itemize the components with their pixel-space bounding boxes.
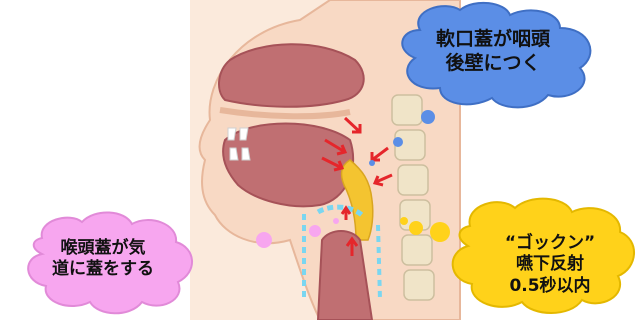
- yellow-bubble-3: [400, 217, 408, 225]
- swallow-line3: 0.5秒以内: [470, 276, 630, 297]
- blue-bubble-3: [369, 160, 375, 166]
- yellow-bubble-2: [409, 221, 423, 235]
- soft-palate-text: 軟口蓋が咽頭 後壁につく: [398, 28, 588, 76]
- pink-bubble-3: [333, 218, 339, 224]
- blue-bubble-1: [421, 110, 435, 124]
- epiglottis-line2: 道に蓋をする: [28, 259, 178, 280]
- nasal-cavity: [219, 44, 364, 107]
- yellow-bubble-1: [430, 222, 450, 242]
- soft-palate-line2: 後壁につく: [398, 52, 588, 76]
- swallow-line2: 嚥下反射: [470, 254, 630, 275]
- pink-bubble-1: [256, 232, 272, 248]
- pink-bubble-2: [309, 225, 321, 237]
- epiglottis-text: 喉頭蓋が気 道に蓋をする: [28, 238, 178, 281]
- epiglottis-line1: 喉頭蓋が気: [28, 238, 178, 259]
- soft-palate-line1: 軟口蓋が咽頭: [398, 28, 588, 52]
- swallow-line1: “ゴックン”: [470, 233, 630, 254]
- swallow-text: “ゴックン” 嚥下反射 0.5秒以内: [470, 233, 630, 297]
- blue-bubble-2: [393, 137, 403, 147]
